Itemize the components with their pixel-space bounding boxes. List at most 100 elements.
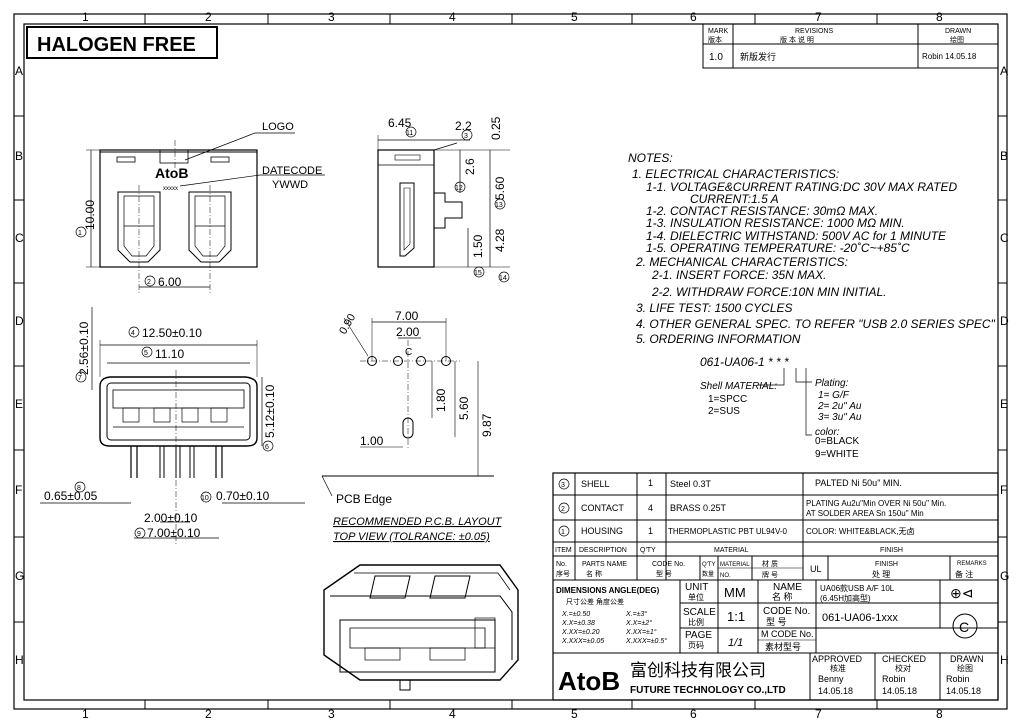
rev-revisions-label: REVISIONS [795,28,833,35]
dim-5-60: 5.60 [493,176,507,200]
notes-line-12: 4. OTHER GENERAL SPEC. TO REFER "USB 2.0… [636,317,996,331]
top-view-brand: AtoB [155,165,188,181]
notes-line-10: 2-2. WITHDRAW FORCE:10N MIN INITIAL. [651,285,886,299]
balloon-8: 8 [77,485,81,492]
company-logo: AtoB [558,666,620,696]
pcb-edge-label: PCB Edge [336,492,392,506]
tb-mcode-en: M CODE No. [761,629,814,639]
ordering-plating-2: 2= 2u" Au [817,401,862,412]
ordering-color-label: color: [815,427,840,438]
balloon-10: 10 [201,495,209,502]
tb-approved-cn: 核准 [830,663,846,673]
tb-unit: MM [724,585,746,600]
tb-drawn-cn: 绘图 [957,663,973,673]
tb-drawn-name: Robin [946,674,970,684]
ordering-plating-3: 3= 3u" Au [818,412,862,423]
tb-name-en: NAME [773,582,802,593]
halogen-free-text: HALOGEN FREE [37,34,196,56]
bom-header-material: MATERIAL [714,547,749,554]
ordering-shell-1: 1=SPCC [708,394,747,405]
tb-checked-name: Robin [882,674,906,684]
ordering-color-9: 9=WHITE [815,449,859,460]
col-4-bottom: 4 [449,707,456,721]
bom-cn-no-cn: 序号 [556,569,570,578]
row-c: C [15,231,24,245]
row-g-right: G [1000,569,1009,583]
notes-header: NOTES: [628,151,673,165]
column-markers: 1 2 3 4 5 6 7 8 1 2 3 4 5 6 7 8 [82,10,943,721]
col-7-bottom: 7 [815,707,822,721]
balloon-9: 9 [137,531,141,538]
balloon-13: 13 [495,202,503,209]
tb-name-val-2: (6.45H加高型) [820,593,871,603]
datecode-label: DATECODE [262,165,322,177]
tb-code-en: CODE No. [763,606,810,617]
dim-2-00: 2.00±0.10 [144,511,198,525]
tb-unit-cn: 单位 [688,592,704,602]
col-8: 8 [936,10,943,24]
rev-drawn-cn: 绘图 [950,35,964,44]
tb-drawn-date: 14.05.18 [946,686,981,696]
pcb-dim-0-90: 0.90 [337,312,358,337]
notes-block: NOTES: 1. ELECTRICAL CHARACTERISTICS: 1-… [628,151,996,346]
tb-ang-0: X.=±3° [625,610,647,618]
drawing-frame [23,23,999,701]
balloon-2: 2 [147,279,151,286]
bom-row-1-desc: SHELL [581,479,610,489]
bom-header-finish: FINISH [880,547,903,554]
balloon-7: 7 [78,375,82,382]
bom-cn-code-cn: 型 号 [656,569,672,578]
rev-mark-label: MARK [708,28,729,35]
dim-2-56: 2.56±0.10 [77,321,91,375]
bom-header-desc: DESCRIPTION [579,547,627,554]
tb-dim-cn: 尺寸公差 角度公差 [566,597,624,606]
row-d: D [15,314,24,328]
dim-6-45: 6.45 [388,116,412,130]
tb-tol-1: X.X=±0.38 [561,620,595,627]
row-a: A [15,64,23,78]
bom-cn-no: No. [556,561,567,568]
row-e: E [15,397,23,411]
pcb-dim-2-00: 2.00 [396,325,420,339]
tb-code-cn: 型 号 [766,617,787,627]
rev-mark-cn: 版本 [708,35,722,44]
iso-view [323,564,519,691]
tb-checked-cn: 校对 [895,663,911,673]
tb-projection-symbol: ⊕⊲ [950,585,973,601]
ordering-shell-label: Shell MATERIAL: [700,381,777,392]
balloon-15: 15 [474,270,482,277]
tb-scale-cn: 比例 [688,617,704,627]
col-3-bottom: 3 [328,707,335,721]
tb-page-en: PAGE [685,630,712,641]
balloon-11: 11 [406,130,413,137]
rev-revisions-cn: 版 本 说 明 [780,35,814,44]
row-h: H [15,653,24,667]
col-5-bottom: 5 [571,707,578,721]
bom-row-1-qty: 1 [648,478,653,488]
rev-drawn-label: DRAWN [945,28,971,35]
company-name-en: FUTURE TECHNOLOGY CO.,LTD [630,685,786,696]
notes-line-8: 2. MECHANICAL CHARACTERISTICS: [635,255,848,269]
rev-number: 1.0 [709,52,723,63]
dim-height-10: 10.00 [83,200,97,230]
notes-line-9: 2-1. INSERT FORCE: 35N MAX. [651,268,827,282]
notes-line-6: 1-4. DIELECTRIC WITHSTAND: 500V AC for 1… [646,229,947,243]
bom-cn-ul: UL [810,564,822,574]
ordering-code: 061-UA06-1 * * * [700,355,789,369]
bom-cn-mat-cn: 材 质 [762,559,778,568]
tb-page-cn: 页码 [688,641,704,650]
row-b-right: B [1000,149,1008,163]
bom-row-2-finish: PLATING Au2u"Min OVER Ni 50u" Min. [806,499,946,508]
notes-line-7: 1-5. OPERATING TEMPERATURE: -20˚C~+85˚C [646,241,910,255]
col-4: 4 [449,10,456,24]
tb-tol-3: X.XXX=±0.05 [561,638,604,645]
notes-line-1: 1. ELECTRICAL CHARACTERISTICS: [632,167,839,181]
ordering-shell-2: 2=SUS [708,406,740,417]
tb-scale-en: SCALE [683,607,716,618]
tb-approved-date: 14.05.18 [818,686,853,696]
tb-tol-0: X.=±0.50 [561,611,590,618]
rev-description: 新版发行 [740,51,776,62]
row-f: F [15,483,22,497]
notes-line-5: 1-3. INSULATION RESISTANCE: 1000 MΩ MIN. [646,216,905,230]
bom-row-2-qty: 4 [648,503,653,513]
